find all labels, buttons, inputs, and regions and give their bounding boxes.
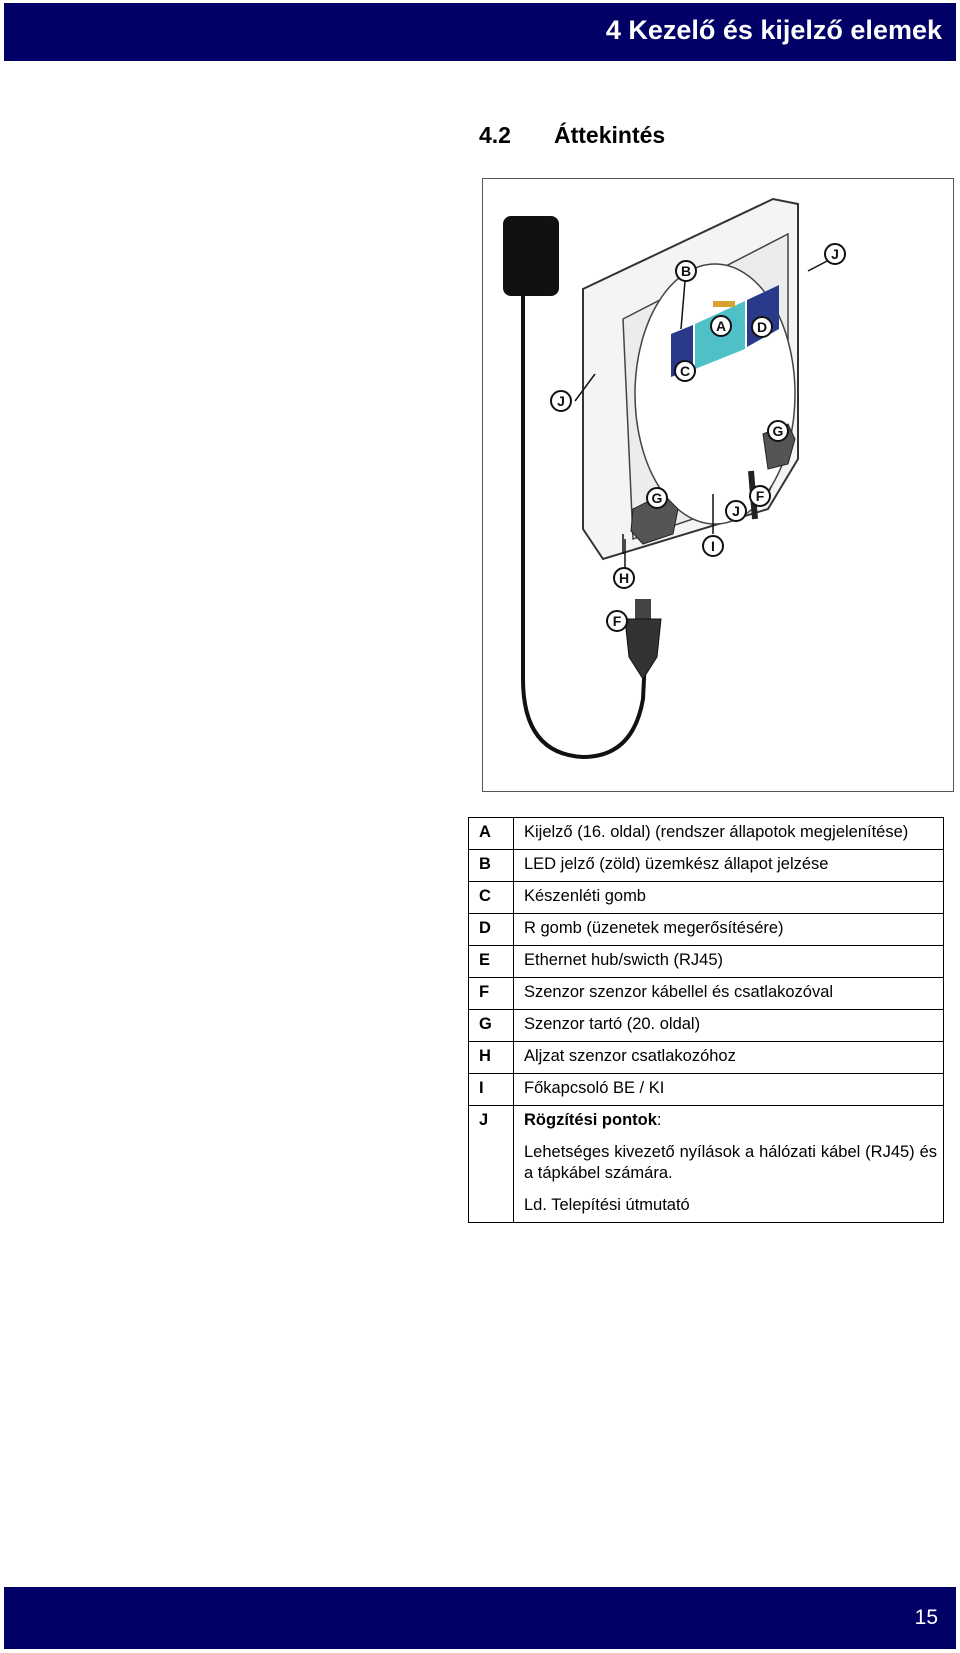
legend-key: E [468,945,514,978]
legend-row: B LED jelző (zöld) üzemkész állapot jelz… [468,849,944,882]
legend-desc-multi: Rögzítési pontok: Lehetséges kivezető ny… [513,1105,944,1223]
device-figure: J J B A D C G G F J I H F [482,178,954,792]
device-illustration: J J B A D C G G F J I H F [503,197,846,760]
legend-row: J Rögzítési pontok: Lehetséges kivezető … [468,1105,944,1223]
legend-desc-line: Lehetséges kivezető nyílások a hálózati … [524,1143,937,1182]
callout-f-left: F [606,610,628,632]
legend-row: F Szenzor szenzor kábellel és csatlakozó… [468,977,944,1010]
svg-text:D: D [757,319,767,335]
svg-text:G: G [773,423,784,439]
chapter-title: 4 Kezelő és kijelző elemek [605,15,942,45]
callout-c: C [674,360,696,382]
legend-desc: LED jelző (zöld) üzemkész állapot jelzés… [513,849,944,882]
legend-desc: Készenléti gomb [513,881,944,914]
svg-text:H: H [619,570,629,586]
legend-key: H [468,1041,514,1074]
callout-j-left: J [550,390,572,412]
svg-text:J: J [732,503,740,519]
svg-text:F: F [613,613,622,629]
callout-d: D [751,316,773,338]
legend-row: A Kijelző (16. oldal) (rendszer állapoto… [468,817,944,850]
callout-j-top: J [824,243,846,265]
sensor-head [503,216,647,760]
callout-f-right: F [749,485,771,507]
svg-text:B: B [681,263,691,279]
callout-g-right: G [767,420,789,442]
svg-text:C: C [680,363,690,379]
page-number: 15 [914,1606,938,1629]
legend-row: D R gomb (üzenetek megerősítésére) [468,913,944,946]
section-title: Áttekintés [554,122,666,148]
header-bar: 4 Kezelő és kijelző elemek [4,3,956,61]
legend-desc-title: Rögzítési pontok [524,1111,657,1129]
legend-key: G [468,1009,514,1042]
legend-key: A [468,817,514,850]
legend-key: J [468,1105,514,1223]
svg-text:J: J [557,393,565,409]
callout-b: B [675,260,697,282]
legend-key: B [468,849,514,882]
legend-row: I Főkapcsoló BE / KI [468,1073,944,1106]
legend-desc: Szenzor szenzor kábellel és csatlakozóva… [513,977,944,1010]
footer-bar: 15 [4,1587,956,1649]
legend-desc: Kijelző (16. oldal) (rendszer állapotok … [513,817,944,850]
callout-h: H [613,567,635,589]
legend-desc: R gomb (üzenetek megerősítésére) [513,913,944,946]
legend-row: C Készenléti gomb [468,881,944,914]
legend-desc-title-suffix: : [656,1111,662,1129]
svg-text:J: J [831,246,839,262]
sensor-connector [624,599,662,680]
section-heading: 4.2 Áttekintés [479,122,665,149]
legend-key: F [468,977,514,1010]
legend-key: D [468,913,514,946]
legend-key: I [468,1073,514,1106]
legend-row: H Aljzat szenzor csatlakozóhoz [468,1041,944,1074]
section-number: 4.2 [479,122,511,148]
svg-text:A: A [716,318,726,334]
legend-desc-line: Ld. Telepítési útmutató [524,1196,690,1214]
legend-desc: Főkapcsoló BE / KI [513,1073,944,1106]
legend-desc: Ethernet hub/swicth (RJ45) [513,945,944,978]
svg-text:I: I [711,538,715,554]
svg-text:F: F [756,488,765,504]
callout-a: A [710,315,732,337]
legend-key: C [468,881,514,914]
callout-j-bottom: J [725,500,747,522]
legend-desc: Aljzat szenzor csatlakozóhoz [513,1041,944,1074]
legend-desc: Szenzor tartó (20. oldal) [513,1009,944,1042]
legend-table: A Kijelző (16. oldal) (rendszer állapoto… [468,817,944,1223]
callout-g-left: G [646,487,668,509]
callout-i: I [702,535,724,557]
legend-row: E Ethernet hub/swicth (RJ45) [468,945,944,978]
svg-text:G: G [652,490,663,506]
legend-row: G Szenzor tartó (20. oldal) [468,1009,944,1042]
